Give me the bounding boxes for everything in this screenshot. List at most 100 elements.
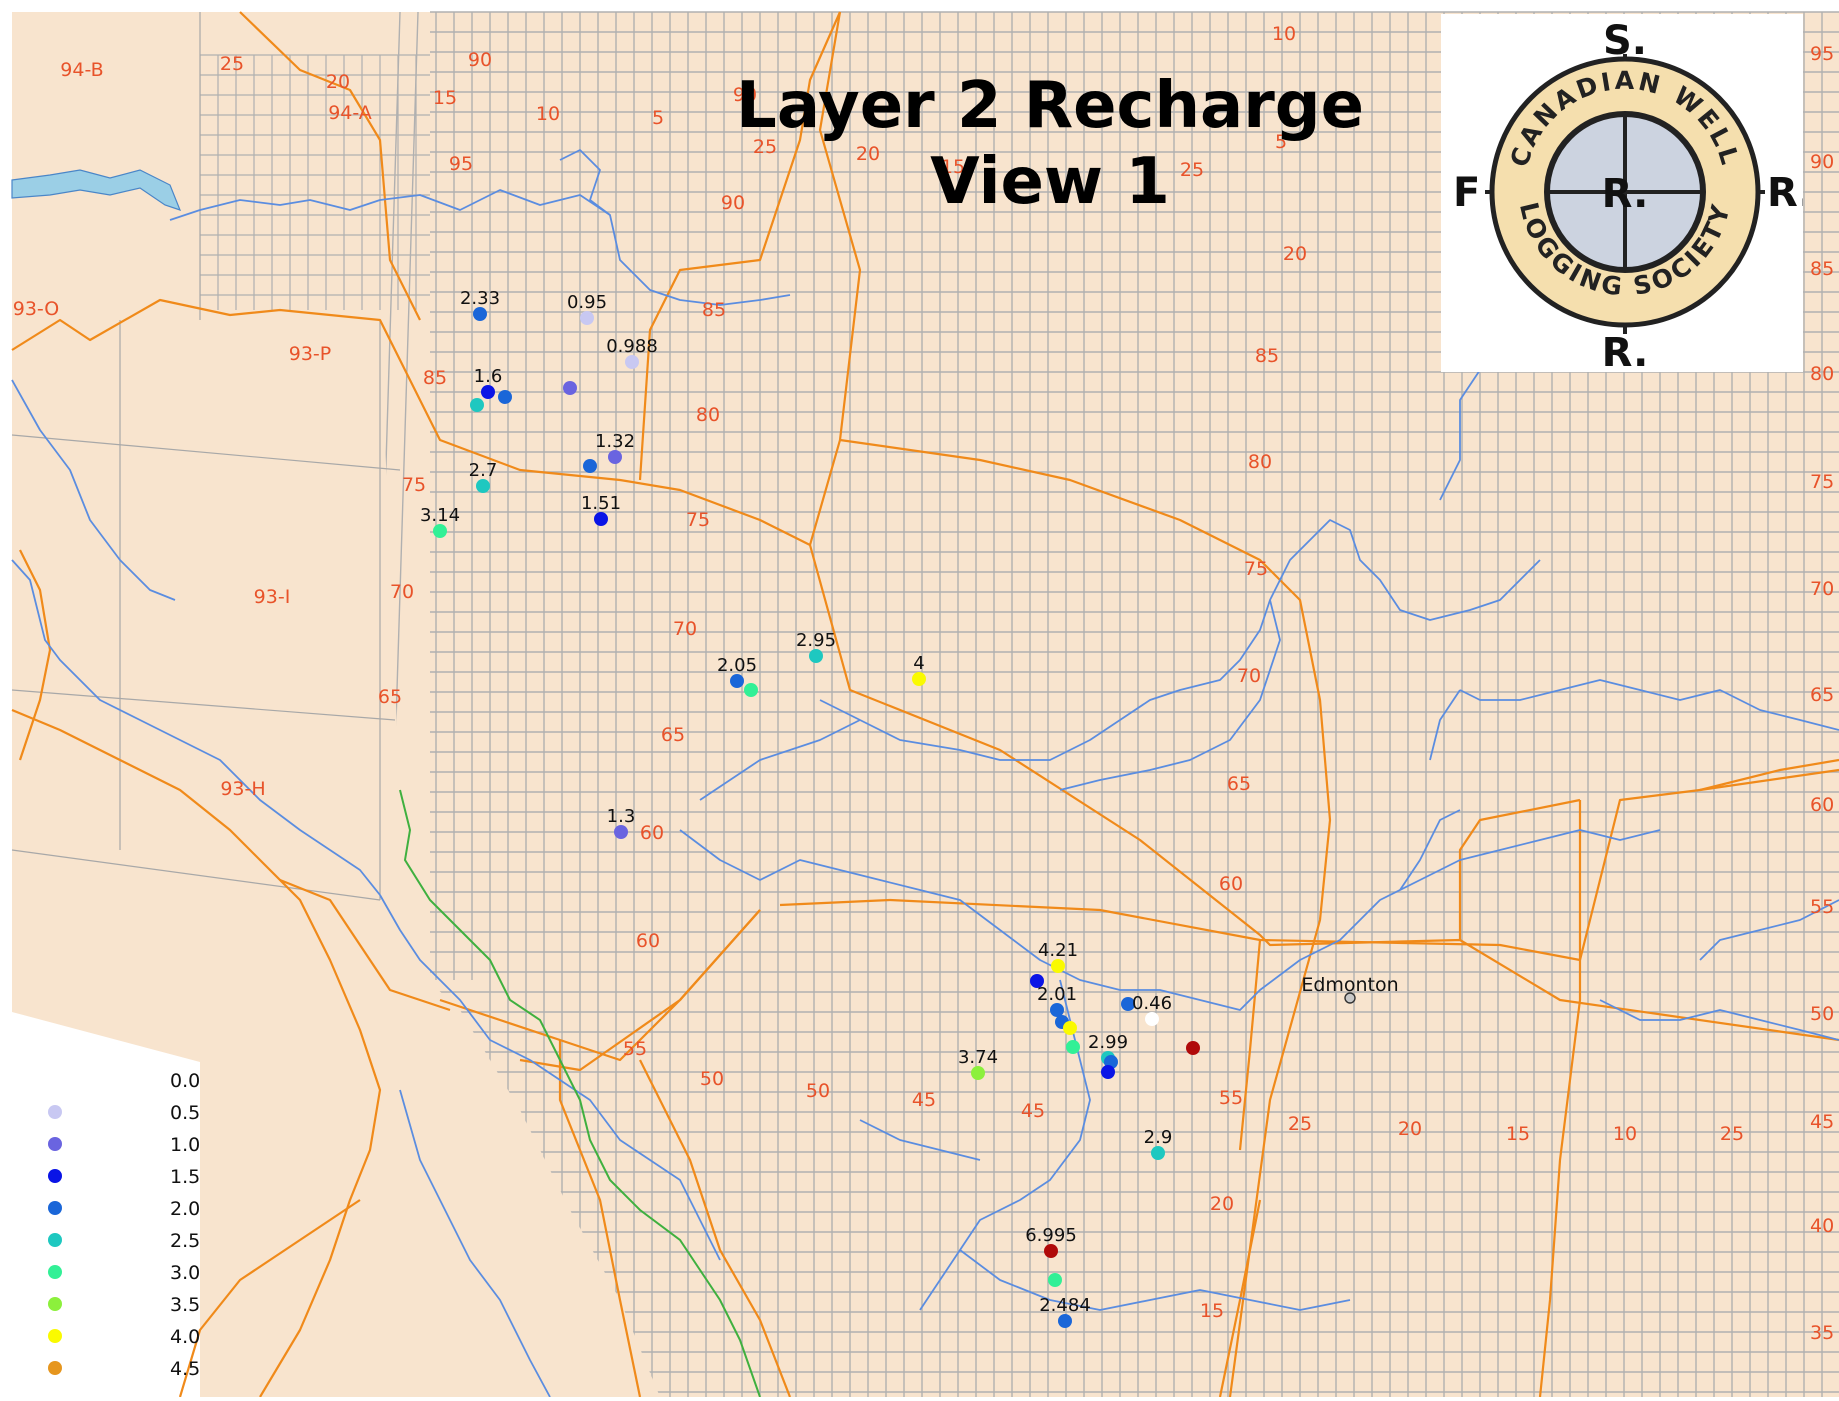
edge-township-label: 60 [1810, 794, 1834, 816]
region-label: 93-H [220, 778, 265, 800]
township-label: 55 [623, 1038, 647, 1060]
legend-swatch [48, 1233, 62, 1247]
region-label: 94-B [60, 59, 103, 81]
township-label: 65 [661, 724, 685, 746]
well-dot [1030, 974, 1044, 988]
well-marker: 2.95 [796, 630, 836, 663]
township-label: 85 [1255, 345, 1279, 367]
river-line [1059, 599, 1281, 791]
well-dot [1063, 1021, 1077, 1035]
well-dot [1101, 1065, 1115, 1079]
well-marker: 1.6 [474, 366, 502, 399]
well-dot [614, 825, 628, 839]
legend-item: 0.5 [48, 1102, 200, 1124]
title-line-1: Layer 2 Recharge [736, 69, 1364, 143]
legend-item: 1.5 [48, 1166, 200, 1188]
township-label: 70 [390, 581, 414, 603]
well-value-label: 3.14 [420, 505, 460, 526]
boundary-line [638, 11, 842, 481]
well-value-label: 1.3 [607, 806, 636, 827]
well-dot [744, 683, 758, 697]
edge-township-label: 80 [1810, 363, 1834, 385]
well-marker: 2.05 [717, 655, 757, 688]
edge-township-label: 45 [1810, 1111, 1834, 1133]
township-label: 10 [536, 103, 560, 125]
legend-label: 0.0 [170, 1070, 200, 1092]
river-line [1399, 809, 1461, 891]
edge-township-label: 50 [1810, 1003, 1834, 1025]
river-line [859, 1119, 981, 1161]
boundary-line [11, 298, 1839, 1042]
township-label: 90 [733, 84, 757, 106]
edge-township-label: 40 [1810, 1215, 1834, 1237]
river-line [11, 379, 176, 601]
well-dot [476, 479, 490, 493]
well-marker: 2.33 [460, 288, 500, 321]
township-label: 65 [378, 686, 402, 708]
township-label: 60 [636, 930, 660, 952]
well-marker: 2.9 [1144, 1127, 1172, 1160]
legend-label: 2.0 [170, 1198, 200, 1220]
well-value-label: 3.74 [958, 1047, 998, 1068]
boundary-line [18, 549, 52, 761]
region-label: 93-O [13, 298, 60, 320]
township-label: 20 [326, 71, 350, 93]
legend-label: 4.0 [170, 1326, 200, 1348]
well-marker [1030, 974, 1044, 988]
township-label: 10 [1613, 1123, 1637, 1145]
well-dot [971, 1066, 985, 1080]
well-dot [809, 649, 823, 663]
well-marker: 2.01 [1037, 984, 1077, 1017]
well-dot [1044, 1244, 1058, 1258]
legend-item: 3.5 [48, 1294, 200, 1316]
city-label: Edmonton [1301, 974, 1398, 996]
edge-township-label: 65 [1810, 684, 1834, 706]
well-marker: 1.32 [595, 431, 635, 464]
township-label: 20 [856, 143, 880, 165]
legend-swatch [48, 1105, 62, 1119]
well-marker [470, 398, 484, 412]
township-label: 5 [1275, 131, 1287, 153]
well-marker [1063, 1021, 1077, 1035]
township-label: 5 [652, 107, 664, 129]
well-marker [583, 459, 597, 473]
legend-item: 1.0 [48, 1134, 200, 1156]
legend-item: 4.0 [48, 1326, 200, 1348]
township-label: 20 [1398, 1118, 1422, 1140]
township-label: 20 [1210, 1193, 1234, 1215]
township-label: 80 [1248, 451, 1272, 473]
sheet-boundary [11, 689, 396, 721]
legend-label: 0.5 [170, 1102, 200, 1124]
title-line-2: View 1 [930, 145, 1170, 219]
river-line [699, 719, 861, 801]
well-value-label: 2.33 [460, 288, 500, 309]
township-label: 70 [673, 618, 697, 640]
well-marker: 6.995 [1025, 1225, 1077, 1258]
logo-bottom-letter: R. [1602, 330, 1649, 372]
well-value-label: 2.484 [1039, 1295, 1091, 1316]
river-line [11, 559, 381, 896]
well-marker: 0.95 [567, 292, 607, 325]
well-dot [470, 398, 484, 412]
river-lines [11, 149, 1839, 1397]
township-label: 25 [1288, 1113, 1312, 1135]
logo-top-letter: S. [1603, 18, 1647, 64]
township-label: 10 [1272, 23, 1296, 45]
edge-township-label: 55 [1810, 896, 1834, 918]
legend-label: 1.5 [170, 1166, 200, 1188]
township-label: 85 [702, 299, 726, 321]
region-label: 93-P [289, 343, 332, 365]
well-marker: 1.3 [607, 806, 636, 839]
well-value-label: 6.995 [1025, 1225, 1077, 1246]
shoreline [399, 789, 761, 1397]
well-marker [1186, 1041, 1200, 1055]
legend-swatch [48, 1137, 62, 1151]
river-line [559, 149, 611, 216]
township-label: 15 [1200, 1300, 1224, 1322]
well-value-label: 0.95 [567, 292, 607, 313]
well-marker [1066, 1040, 1080, 1054]
township-label: 15 [433, 87, 457, 109]
legend-label: 2.5 [170, 1230, 200, 1252]
